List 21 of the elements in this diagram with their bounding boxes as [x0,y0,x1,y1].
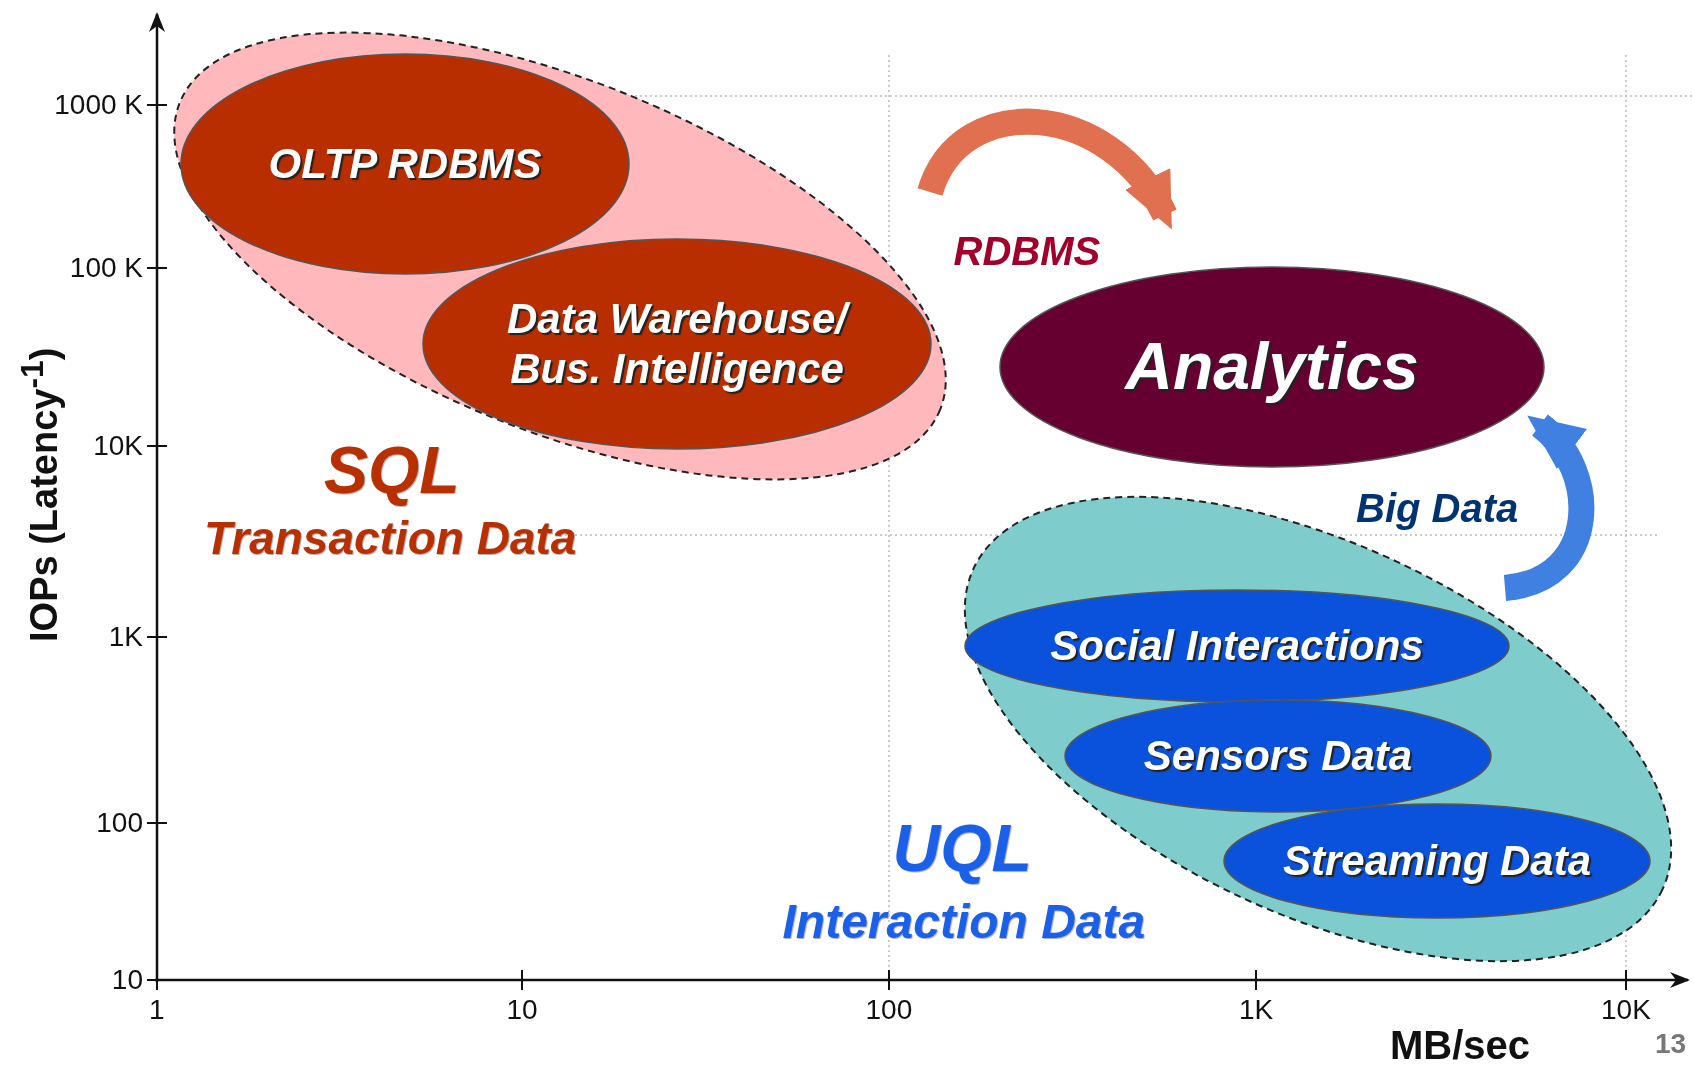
ellipse: Social Interactions [965,590,1509,702]
tick-label: 100 [96,809,143,837]
ellipse: Streaming Data [1224,804,1650,918]
ellipse: OLTP RDBMS [181,54,629,274]
group-subheading: Transaction Data [204,515,577,561]
ellipse: Analytics [1000,267,1544,467]
tick-label: 10 [506,996,538,1024]
tick-label: 10 [111,966,143,994]
axis-title: MB/sec [1390,1025,1531,1065]
group-subheading: Interaction Data [782,898,1146,946]
tick-label: 1 [149,996,165,1024]
tick-label: 1K [108,623,143,651]
tick-label: 1000 K [54,91,143,119]
page-number: 13 [1655,1030,1687,1058]
tick-label: 100 K [69,254,143,282]
ellipse: Sensors Data [1065,700,1491,812]
tick-label: 10K [1601,996,1651,1024]
tick-label: 1K [1239,996,1274,1024]
tick-label: 10K [93,432,143,460]
edge-label: Big Data [1356,488,1519,528]
tick-label: 100 [865,996,913,1024]
